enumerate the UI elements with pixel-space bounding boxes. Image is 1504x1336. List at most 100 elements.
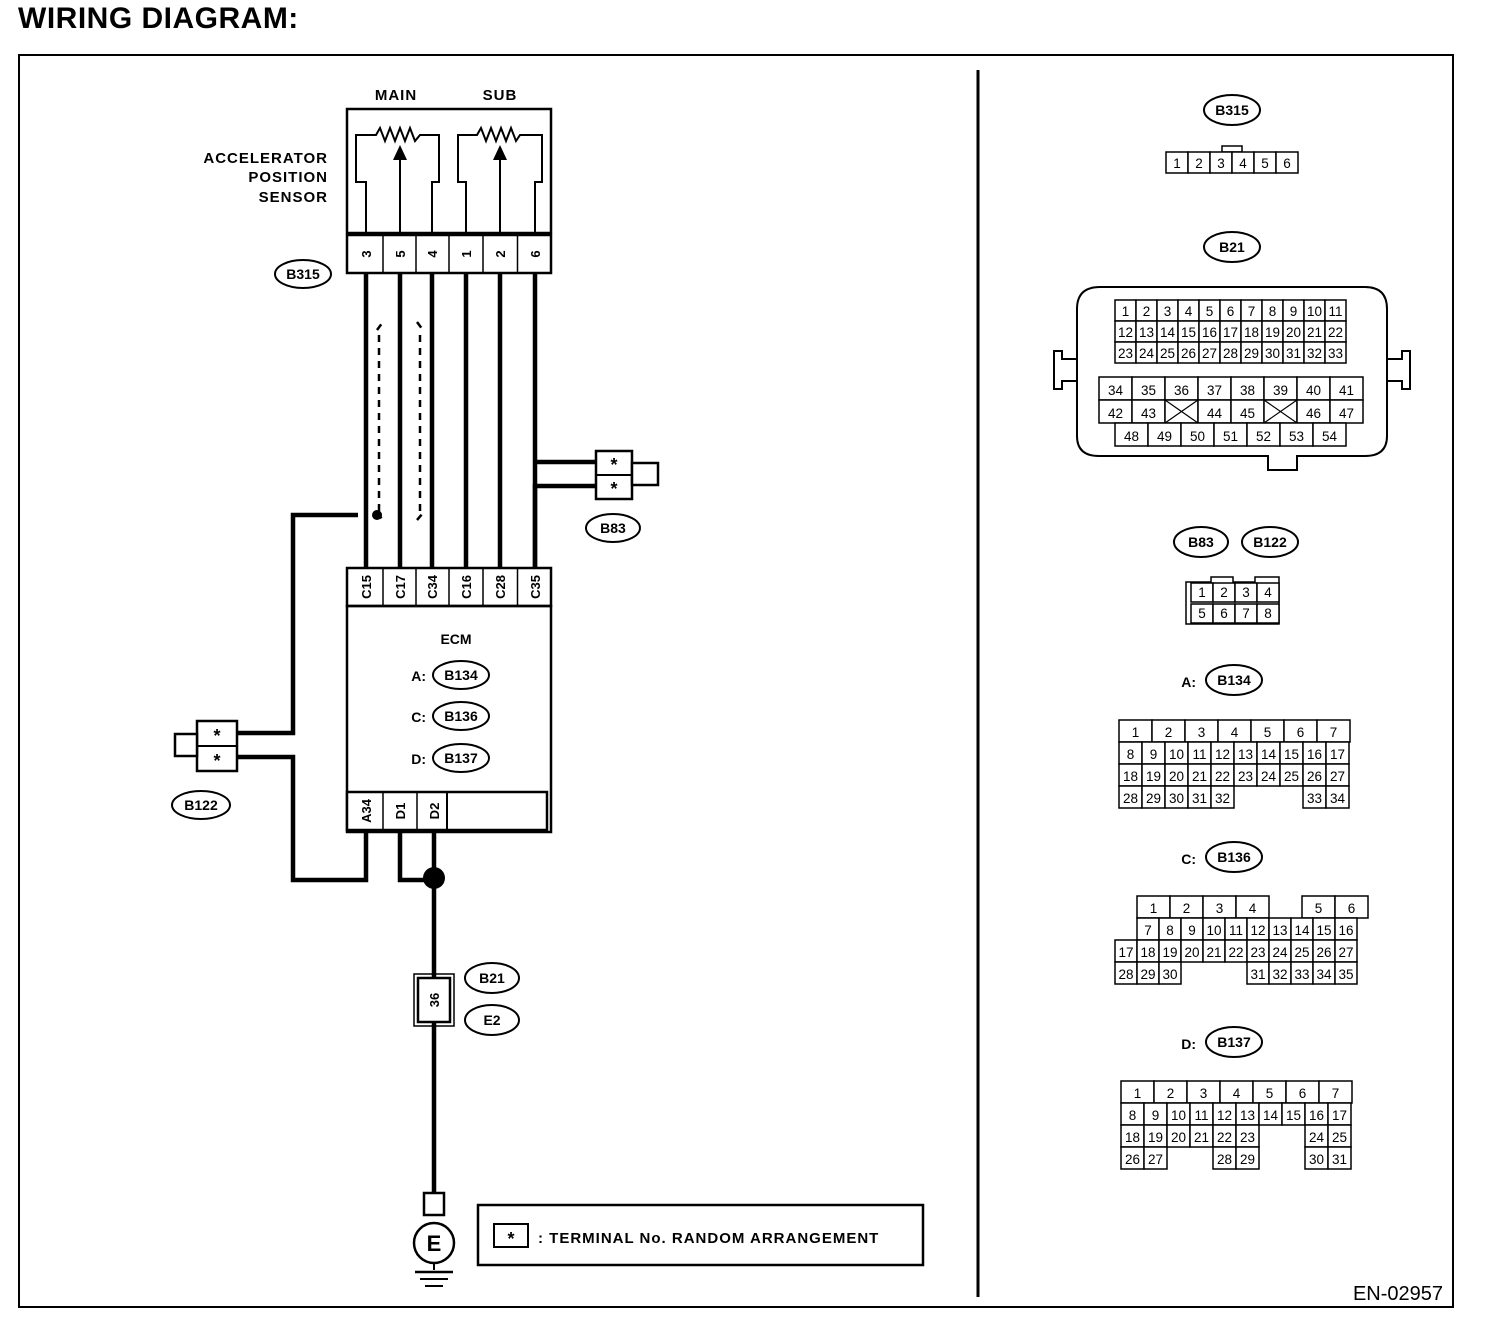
shield-line <box>376 321 424 521</box>
face-b21-housing <box>1076 286 1388 471</box>
face-b137-pin-16: 16 <box>1309 1108 1324 1123</box>
face-b21-pin-5: 5 <box>1206 304 1214 319</box>
face-b134-pin-16: 16 <box>1307 747 1322 762</box>
face-b136-pin-4: 4 <box>1249 901 1257 916</box>
face-b137-pin-24: 24 <box>1309 1130 1325 1145</box>
face-b21-pin-50: 50 <box>1190 429 1205 444</box>
ecm-pin-d2: D2 <box>427 803 442 820</box>
face-b136-pin-6: 6 <box>1348 901 1356 916</box>
face-b134-pin-13: 13 <box>1238 747 1253 762</box>
face-b136-pin-29: 29 <box>1140 967 1155 982</box>
face-b83-pin-8: 8 <box>1264 606 1272 621</box>
face-b134-pin-9: 9 <box>1150 747 1158 762</box>
face-b134-prefix: A: <box>1181 674 1196 690</box>
face-b137-pin-4: 4 <box>1233 1086 1241 1101</box>
ecm-label: ECM <box>440 631 471 647</box>
face-b21-pin-41: 41 <box>1339 383 1354 398</box>
ecm-pin-d1: D1 <box>393 803 408 820</box>
face-b134-pin-17: 17 <box>1330 747 1345 762</box>
sensor-label-line-3: SENSOR <box>259 189 328 206</box>
face-b134-pin-34: 34 <box>1330 791 1346 806</box>
face-b21-pin-48: 48 <box>1124 429 1139 444</box>
face-b21-pin-31: 31 <box>1286 346 1301 361</box>
sub-potentiometer <box>457 125 543 233</box>
face-b136-pin-26: 26 <box>1316 945 1331 960</box>
face-b136-pin-16: 16 <box>1338 923 1353 938</box>
face-b21-pin-1: 1 <box>1122 304 1130 319</box>
face-b21-pin-37: 37 <box>1207 383 1222 398</box>
document-id: EN-02957 <box>1353 1283 1443 1305</box>
ecm-connector-d-prefix: D: <box>411 751 426 767</box>
ecm-connector-c-tag <box>432 701 490 731</box>
face-b136-pin-18: 18 <box>1140 945 1155 960</box>
face-b21-pin-21: 21 <box>1307 325 1322 340</box>
face-b136-pin-13: 13 <box>1272 923 1287 938</box>
face-b315-pin-3: 3 <box>1217 156 1225 171</box>
face-b134-pin-30: 30 <box>1169 791 1184 806</box>
face-b136-pin-20: 20 <box>1184 945 1199 960</box>
face-b137-pin-29: 29 <box>1240 1152 1255 1167</box>
face-b137-pin-13: 13 <box>1240 1108 1255 1123</box>
ecm-pin-c15: C15 <box>359 575 374 599</box>
ecm-pin-c35: C35 <box>528 575 543 599</box>
face-b83-pin-4: 4 <box>1264 585 1272 600</box>
face-b21-pin-7: 7 <box>1248 304 1256 319</box>
face-b315-pin-4: 4 <box>1239 156 1247 171</box>
face-b21-pin-17: 17 <box>1223 325 1238 340</box>
b122-pin-1: * <box>213 726 220 746</box>
face-b21-pin-40: 40 <box>1306 383 1321 398</box>
face-b136-pin-22: 22 <box>1228 945 1243 960</box>
face-b21-pin-46: 46 <box>1306 406 1321 421</box>
face-b136-pin-2: 2 <box>1183 901 1191 916</box>
face-b137-tag-text: B137 <box>1217 1034 1251 1050</box>
ecm-connector-c-tag-text: B136 <box>444 708 478 724</box>
face-b21-pin-8: 8 <box>1269 304 1277 319</box>
face-b134-pin-24: 24 <box>1261 769 1277 784</box>
face-b21-pin-43: 43 <box>1141 406 1156 421</box>
b83-pin-1: * <box>610 455 617 475</box>
face-b21-pin-10: 10 <box>1307 304 1322 319</box>
b122-joint-connector: * * B122 <box>171 719 239 820</box>
face-b137-pin-23: 23 <box>1240 1130 1255 1145</box>
face-b315-pin-1: 1 <box>1173 156 1181 171</box>
face-b83-tag <box>1173 526 1229 558</box>
b21-connector-tag-text: B21 <box>479 970 505 986</box>
b315-connector-tag-text: B315 <box>286 266 320 282</box>
face-b137-pin-18: 18 <box>1125 1130 1140 1145</box>
sub-wiper-arrow <box>493 145 507 160</box>
face-b136-pin-14: 14 <box>1294 923 1310 938</box>
sensor-body <box>345 107 553 235</box>
face-b21-pin-14: 14 <box>1160 325 1176 340</box>
face-b21-pin-3: 3 <box>1164 304 1172 319</box>
face-b136-pin-21: 21 <box>1206 945 1221 960</box>
face-b136-pin-30: 30 <box>1162 967 1177 982</box>
face-b137-pin-6: 6 <box>1299 1086 1307 1101</box>
face-b134-pin-32: 32 <box>1215 791 1230 806</box>
face-b137-pin-12: 12 <box>1217 1108 1232 1123</box>
face-b21-pin-47: 47 <box>1339 406 1354 421</box>
face-b83-pin-7: 7 <box>1242 606 1250 621</box>
face-b134-pin-28: 28 <box>1123 791 1138 806</box>
face-b21-pin-4: 4 <box>1185 304 1193 319</box>
face-b134-pin-14: 14 <box>1261 747 1277 762</box>
face-b21-pin-54: 54 <box>1322 429 1338 444</box>
face-b136-tag <box>1205 841 1263 873</box>
face-b136-prefix: C: <box>1181 851 1196 867</box>
face-b136-pin-33: 33 <box>1294 967 1309 982</box>
face-b21-pin-26: 26 <box>1181 346 1196 361</box>
ecm-pin-c16: C16 <box>459 575 474 599</box>
face-b137-pin-22: 22 <box>1217 1130 1232 1145</box>
face-b83-b122-housing <box>1185 576 1280 625</box>
face-b137-pin-15: 15 <box>1286 1108 1301 1123</box>
face-b136-pin-5: 5 <box>1315 901 1323 916</box>
ground-terminal-tab <box>422 1191 446 1217</box>
face-b137-pin-28: 28 <box>1217 1152 1232 1167</box>
face-b21-pin-49: 49 <box>1157 429 1172 444</box>
face-b134-pin-2: 2 <box>1165 725 1173 740</box>
face-b136-pin-25: 25 <box>1294 945 1309 960</box>
face-b137-pin-10: 10 <box>1171 1108 1186 1123</box>
face-b21-pin-34: 34 <box>1108 383 1124 398</box>
face-b136-pin-1: 1 <box>1150 901 1158 916</box>
